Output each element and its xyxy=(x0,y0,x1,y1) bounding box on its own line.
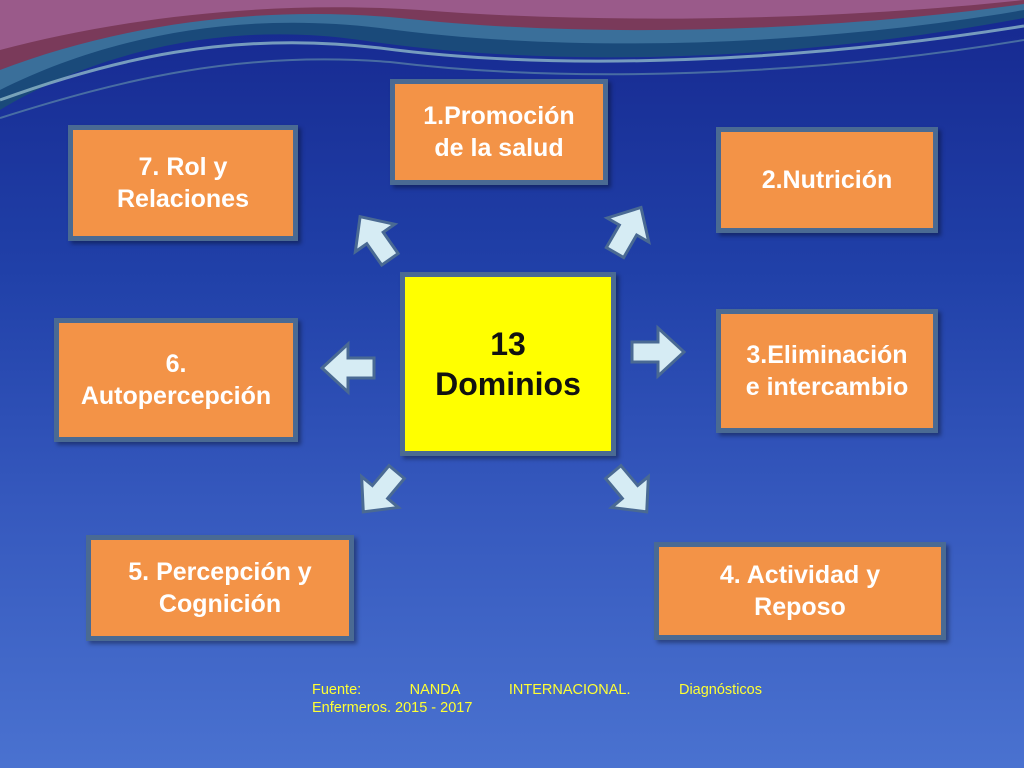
domain-box-3: 3.Eliminación e intercambio xyxy=(716,309,938,433)
domain-box-5: 5. Percepción y Cognición xyxy=(86,535,354,641)
domain-box-4: 4. Actividad y Reposo xyxy=(654,542,946,640)
source-citation: Fuente: NANDA INTERNACIONAL. Diagnóstico… xyxy=(312,681,762,717)
domain-box-6: 6. Autopercepción xyxy=(54,318,298,442)
domain-box-7: 7. Rol y Relaciones xyxy=(68,125,298,241)
arrow-to-autopercepcion-icon xyxy=(318,338,378,398)
domain-box-1: 1.Promoción de la salud xyxy=(390,79,608,185)
domain-label-7: 7. Rol y Relaciones xyxy=(116,153,249,213)
arrow-to-rol-icon xyxy=(333,196,417,280)
arrow-to-actividad-icon xyxy=(588,450,673,535)
domain-label-3: 3.Eliminación e intercambio xyxy=(745,341,909,401)
center-label: 13 Dominios xyxy=(435,326,581,402)
wave-decoration xyxy=(0,0,1024,119)
domain-box-2: 2.Nutrición xyxy=(716,127,938,233)
source-line-2: Enfermeros. 2015 - 2017 xyxy=(312,700,473,717)
arrow-to-percepcion-icon xyxy=(338,450,423,535)
domain-label-2: 2.Nutrición xyxy=(761,166,893,194)
domain-label-1: 1.Promoción de la salud xyxy=(423,102,575,162)
source-line-1: Fuente: NANDA INTERNACIONAL. Diagnóstico… xyxy=(312,682,762,698)
domain-label-4: 4. Actividad y Reposo xyxy=(719,561,881,621)
arrow-to-eliminacion-icon xyxy=(628,322,688,382)
domain-label-6: 6. Autopercepción xyxy=(80,350,272,410)
center-box: 13 Dominios xyxy=(400,272,616,456)
arrow-to-promocion-icon xyxy=(587,189,669,271)
domain-label-5: 5. Percepción y Cognición xyxy=(128,558,312,618)
